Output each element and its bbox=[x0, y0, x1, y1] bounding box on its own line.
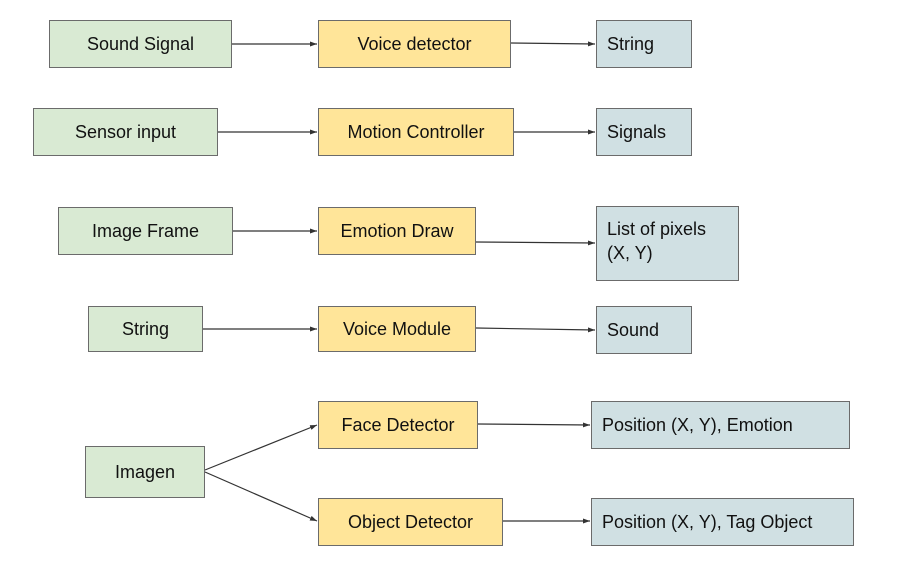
node-list-of-pixels: List of pixels (X, Y) bbox=[596, 206, 739, 281]
node-position-emotion: Position (X, Y), Emotion bbox=[591, 401, 850, 449]
arrow-imagen-to-object-detector bbox=[204, 471, 318, 522]
node-sound: Sound bbox=[596, 306, 692, 354]
node-voice-detector: Voice detector bbox=[318, 20, 511, 68]
node-sound-signal: Sound Signal bbox=[49, 20, 232, 68]
node-face-detector: Face Detector bbox=[318, 401, 478, 449]
arrow-imagen-to-face-detector bbox=[204, 424, 318, 471]
node-string-input: String bbox=[88, 306, 203, 352]
arrow-voice-module-to-sound bbox=[475, 327, 596, 333]
arrow-face-detector-to-position-emotion bbox=[477, 422, 591, 428]
node-motion-controller: Motion Controller bbox=[318, 108, 514, 156]
node-image-frame: Image Frame bbox=[58, 207, 233, 255]
arrow-emotion-draw-to-list-of-pixels bbox=[475, 240, 596, 246]
node-signals: Signals bbox=[596, 108, 692, 156]
node-object-detector: Object Detector bbox=[318, 498, 503, 546]
node-voice-module: Voice Module bbox=[318, 306, 476, 352]
node-emotion-draw: Emotion Draw bbox=[318, 207, 476, 255]
node-string-output: String bbox=[596, 20, 692, 68]
node-position-tag-object: Position (X, Y), Tag Object bbox=[591, 498, 854, 546]
node-imagen: Imagen bbox=[85, 446, 205, 498]
arrow-voice-detector-to-string bbox=[510, 41, 596, 47]
node-sensor-input: Sensor input bbox=[33, 108, 218, 156]
